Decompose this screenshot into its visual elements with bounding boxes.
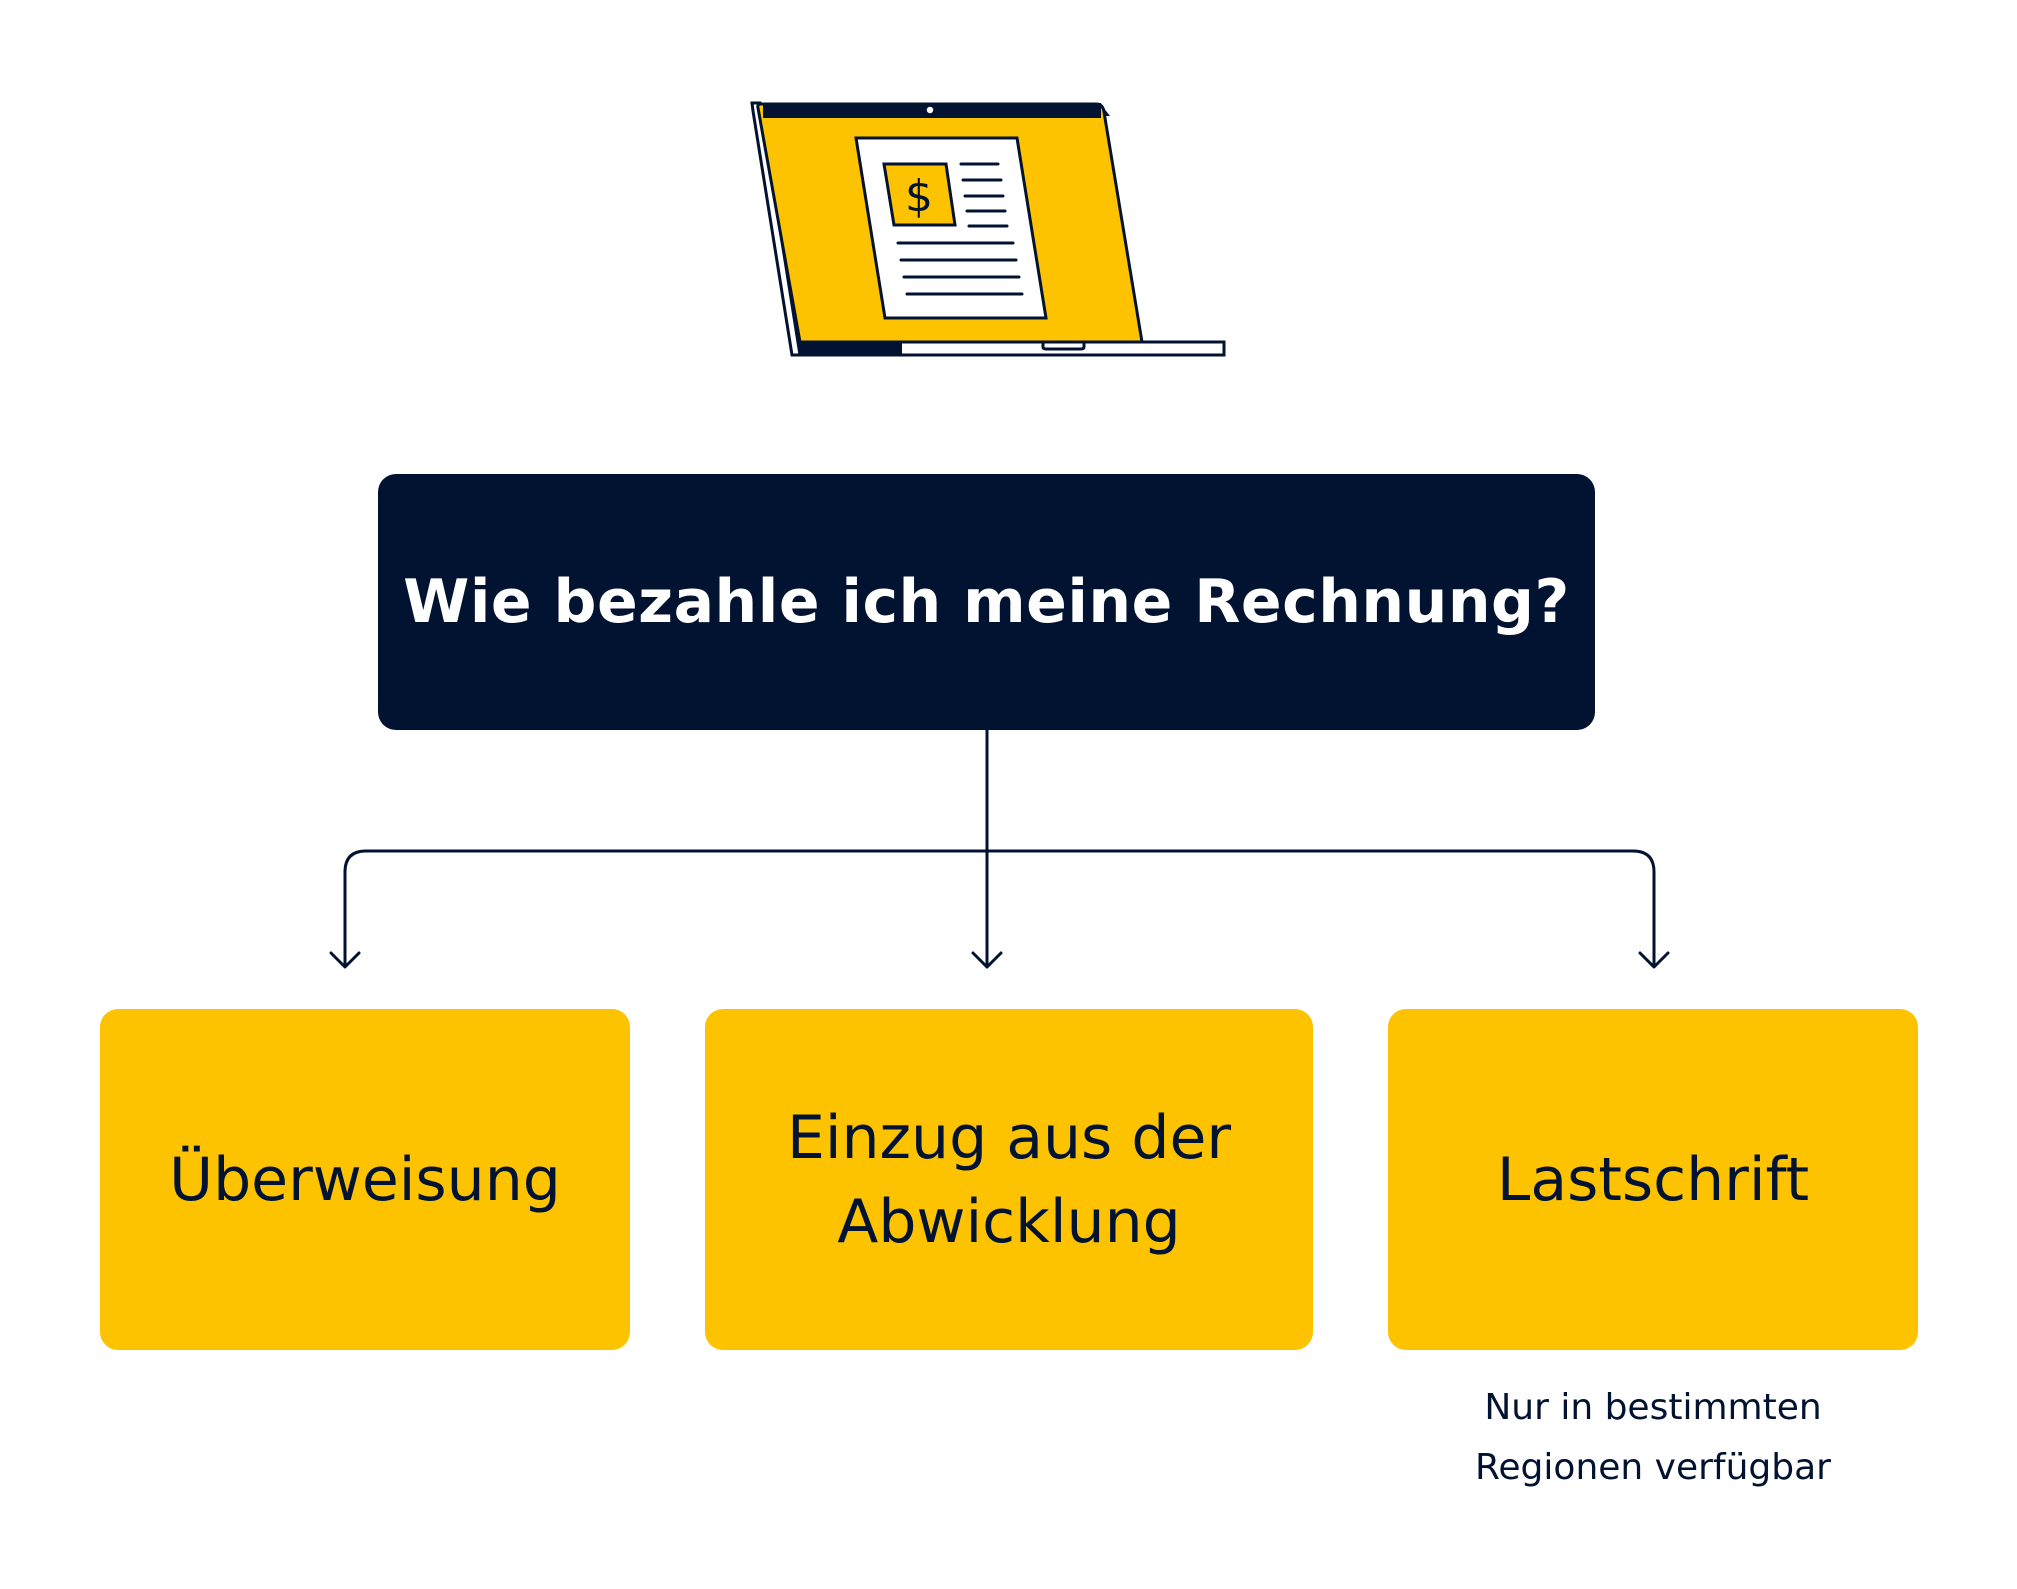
question-box: Wie bezahle ich meine Rechnung?: [378, 474, 1595, 730]
option-ueberweisung: Überweisung: [100, 1009, 630, 1350]
note-line-2: Regionen verfügbar: [1475, 1447, 1831, 1488]
question-text: Wie bezahle ich meine Rechnung?: [403, 567, 1570, 637]
availability-note: Nur in bestimmten Regionen verfügbar: [1388, 1378, 1918, 1498]
option-lastschrift: Lastschrift: [1388, 1009, 1918, 1350]
option-label: Lastschrift: [1496, 1144, 1810, 1215]
note-line-1: Nur in bestimmten: [1484, 1387, 1822, 1428]
option-label-line-2: Abwicklung: [837, 1186, 1181, 1257]
option-einzug: Einzug aus der Abwicklung: [705, 1009, 1313, 1350]
dollar-sign-icon: $: [905, 171, 933, 222]
option-label: Überweisung: [169, 1144, 561, 1215]
option-label-line-1: Einzug aus der: [786, 1102, 1232, 1173]
